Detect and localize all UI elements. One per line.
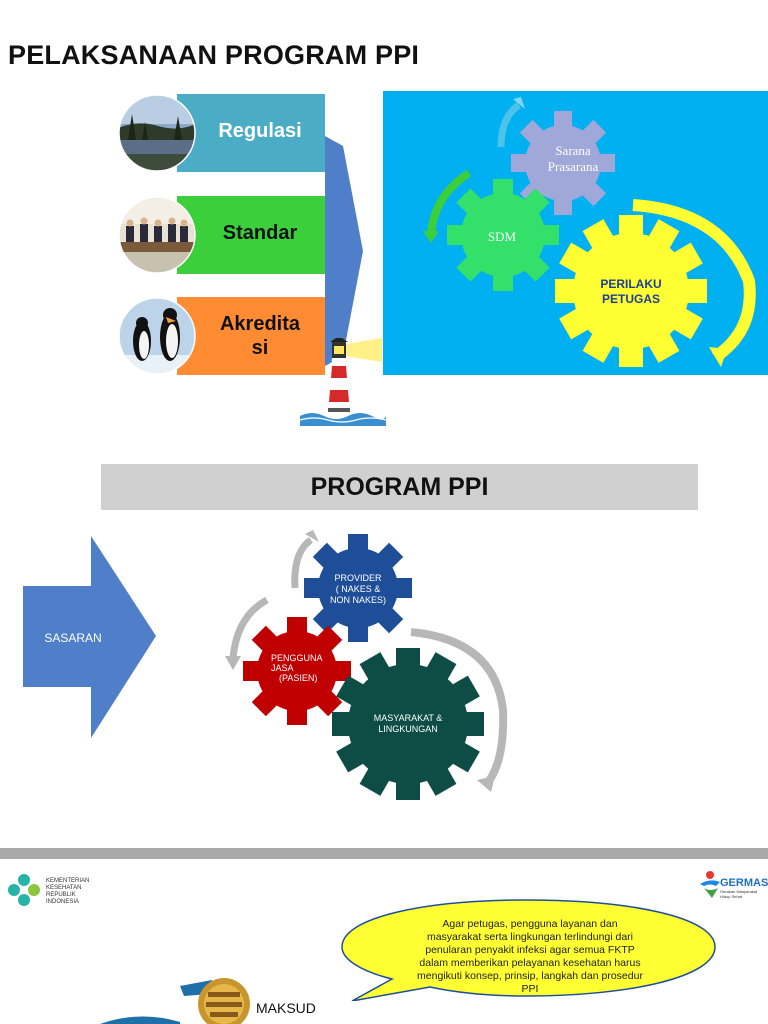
maksud-bubble bbox=[341, 899, 716, 1001]
maksud-label: MAKSUD bbox=[256, 1000, 316, 1016]
kemenkes-logo-icon bbox=[8, 874, 40, 906]
gears-top-diagram: Sarana Prasarana SDM PERILAKU PETUGAS bbox=[423, 97, 756, 367]
gear-perilaku-label-1: PERILAKU bbox=[600, 277, 661, 291]
germas-sub-1: Gerakan Masyarakat bbox=[720, 889, 758, 894]
pillars-arrow bbox=[325, 136, 363, 366]
ministry-name-4: INDONESIA bbox=[46, 899, 80, 905]
photo-penguins bbox=[118, 297, 196, 375]
gear-pengguna-label-1: PENGGUNA bbox=[271, 653, 323, 663]
gear-sdm bbox=[447, 179, 559, 291]
maksud-icon bbox=[100, 978, 250, 1024]
gear-perilaku bbox=[555, 215, 707, 367]
bubble-line-4: dalam memberikan pelayanan kesehatan har… bbox=[419, 957, 641, 969]
gear-provider-label-2: ( NAKES & bbox=[336, 584, 381, 594]
gear-perilaku-label-2: PETUGAS bbox=[602, 292, 660, 306]
gear-sarana-label-2: Prasarana bbox=[548, 159, 599, 174]
gear-masyarakat-label-1: MASYARAKAT & bbox=[374, 713, 443, 723]
gear-sdm-label: SDM bbox=[488, 229, 517, 244]
pillar-regulasi-label: Regulasi bbox=[218, 120, 302, 142]
page-title: PELAKSANAAN PROGRAM PPI bbox=[8, 40, 420, 70]
ministry-name-3: REPUBLIK bbox=[46, 892, 76, 898]
photo-meeting bbox=[118, 196, 196, 274]
gear-provider bbox=[304, 534, 412, 642]
germas-logo-icon bbox=[700, 871, 720, 898]
pillar-akreditasi bbox=[177, 297, 325, 375]
gear-sarana-label-1: Sarana bbox=[555, 143, 591, 158]
ministry-name-2: KESEHATAN bbox=[46, 885, 82, 891]
gears-bottom-diagram: PROVIDER ( NAKES & NON NAKES) PENGGUNA J… bbox=[225, 530, 508, 800]
pillar-regulasi bbox=[177, 94, 325, 172]
bubble-line-2: masyarakat serta lingkungan terlindungi … bbox=[426, 931, 634, 943]
gear-masyarakat bbox=[332, 648, 484, 800]
ministry-name-1: KEMENTERIAN bbox=[46, 878, 90, 884]
gear-pengguna bbox=[243, 617, 351, 725]
pillar-standar bbox=[177, 196, 325, 274]
gear-provider-label-3: NON NAKES) bbox=[330, 595, 386, 605]
bubble-line-5: mengikuti konsep, prinsip, langkah dan p… bbox=[417, 970, 643, 982]
gear-pengguna-label-2: JASA bbox=[271, 663, 294, 673]
lighthouse-icon bbox=[300, 338, 386, 426]
gear-masyarakat-label-2: LINGKUNGAN bbox=[378, 724, 438, 734]
program-title: PROGRAM PPI bbox=[101, 464, 698, 510]
bubble-line-1: Agar petugas, pengguna layanan dan bbox=[442, 918, 618, 930]
gear-pengguna-label-3: (PASIEN) bbox=[279, 673, 317, 683]
gear-provider-label-1: PROVIDER bbox=[334, 573, 382, 583]
germas-sub-2: Hidup Sehat bbox=[720, 894, 743, 899]
section-divider bbox=[0, 848, 768, 859]
sasaran-arrow bbox=[23, 536, 156, 738]
bubble-line-3: penularan penyakit infeksi agar semua FK… bbox=[425, 944, 635, 956]
pillar-standar-label: Standar bbox=[222, 222, 298, 244]
pillar-akreditasi-label-2: si bbox=[251, 337, 269, 359]
bubble-line-6: PPI bbox=[521, 983, 539, 995]
sasaran-label: SASARAN bbox=[44, 631, 102, 645]
pillar-akreditasi-label-1: Akredita bbox=[219, 313, 301, 335]
germas-label: GERMAS bbox=[720, 877, 768, 889]
photo-lake bbox=[118, 94, 196, 172]
